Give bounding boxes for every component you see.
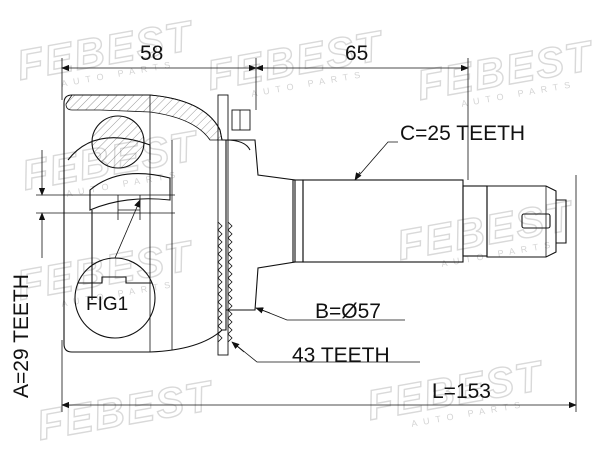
inner-spline-label: A=29 TEETH — [10, 274, 33, 398]
inner-spline-dimension — [36, 150, 175, 258]
left-width-label: 58 — [140, 42, 163, 65]
outer-spline-label: C=25 TEETH — [400, 122, 525, 145]
total-length-label: L=153 — [432, 380, 491, 403]
abs-ring — [217, 94, 251, 356]
stub-shaft — [225, 139, 567, 311]
seal-diameter-label: B=Ø57 — [315, 300, 381, 323]
outer-housing — [63, 94, 227, 353]
abs-teeth-label: 43 TEETH — [292, 344, 390, 367]
top-dimension-lines — [61, 58, 469, 180]
leader-lines — [231, 141, 420, 363]
fig1-callout — [74, 199, 156, 339]
total-length-dimension — [61, 175, 577, 412]
watermark-text: FEBEST — [33, 371, 217, 448]
ball-cage-section — [67, 115, 171, 300]
right-width-label: 65 — [345, 42, 368, 65]
watermark-group: FEBEST AUTO PARTS FEBEST AUTO PARTS FEBE… — [13, 11, 599, 450]
fig1-label: FIG1 — [86, 294, 128, 315]
